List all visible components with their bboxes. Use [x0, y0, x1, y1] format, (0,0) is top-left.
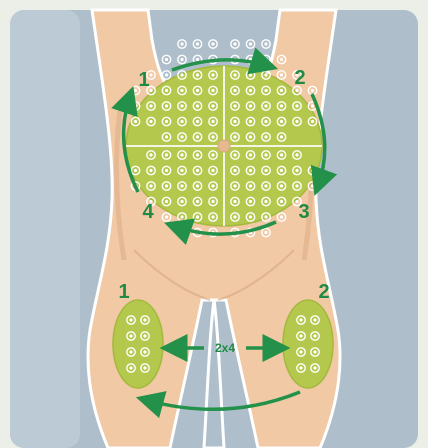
thigh-label-2: 2 — [318, 281, 329, 303]
right-thigh-injection-zone — [283, 300, 333, 388]
thigh-label-1: 1 — [118, 281, 129, 303]
quadrant-label-2: 2 — [294, 67, 305, 89]
background-panel-highlight — [10, 10, 80, 448]
quadrant-label-1: 1 — [138, 69, 149, 91]
quadrant-label-4: 4 — [142, 201, 154, 223]
navel — [218, 140, 230, 152]
left-thigh-injection-zone — [113, 300, 163, 388]
quadrant-label-3: 3 — [298, 201, 309, 223]
repeat-label: 2x4 — [215, 341, 235, 355]
